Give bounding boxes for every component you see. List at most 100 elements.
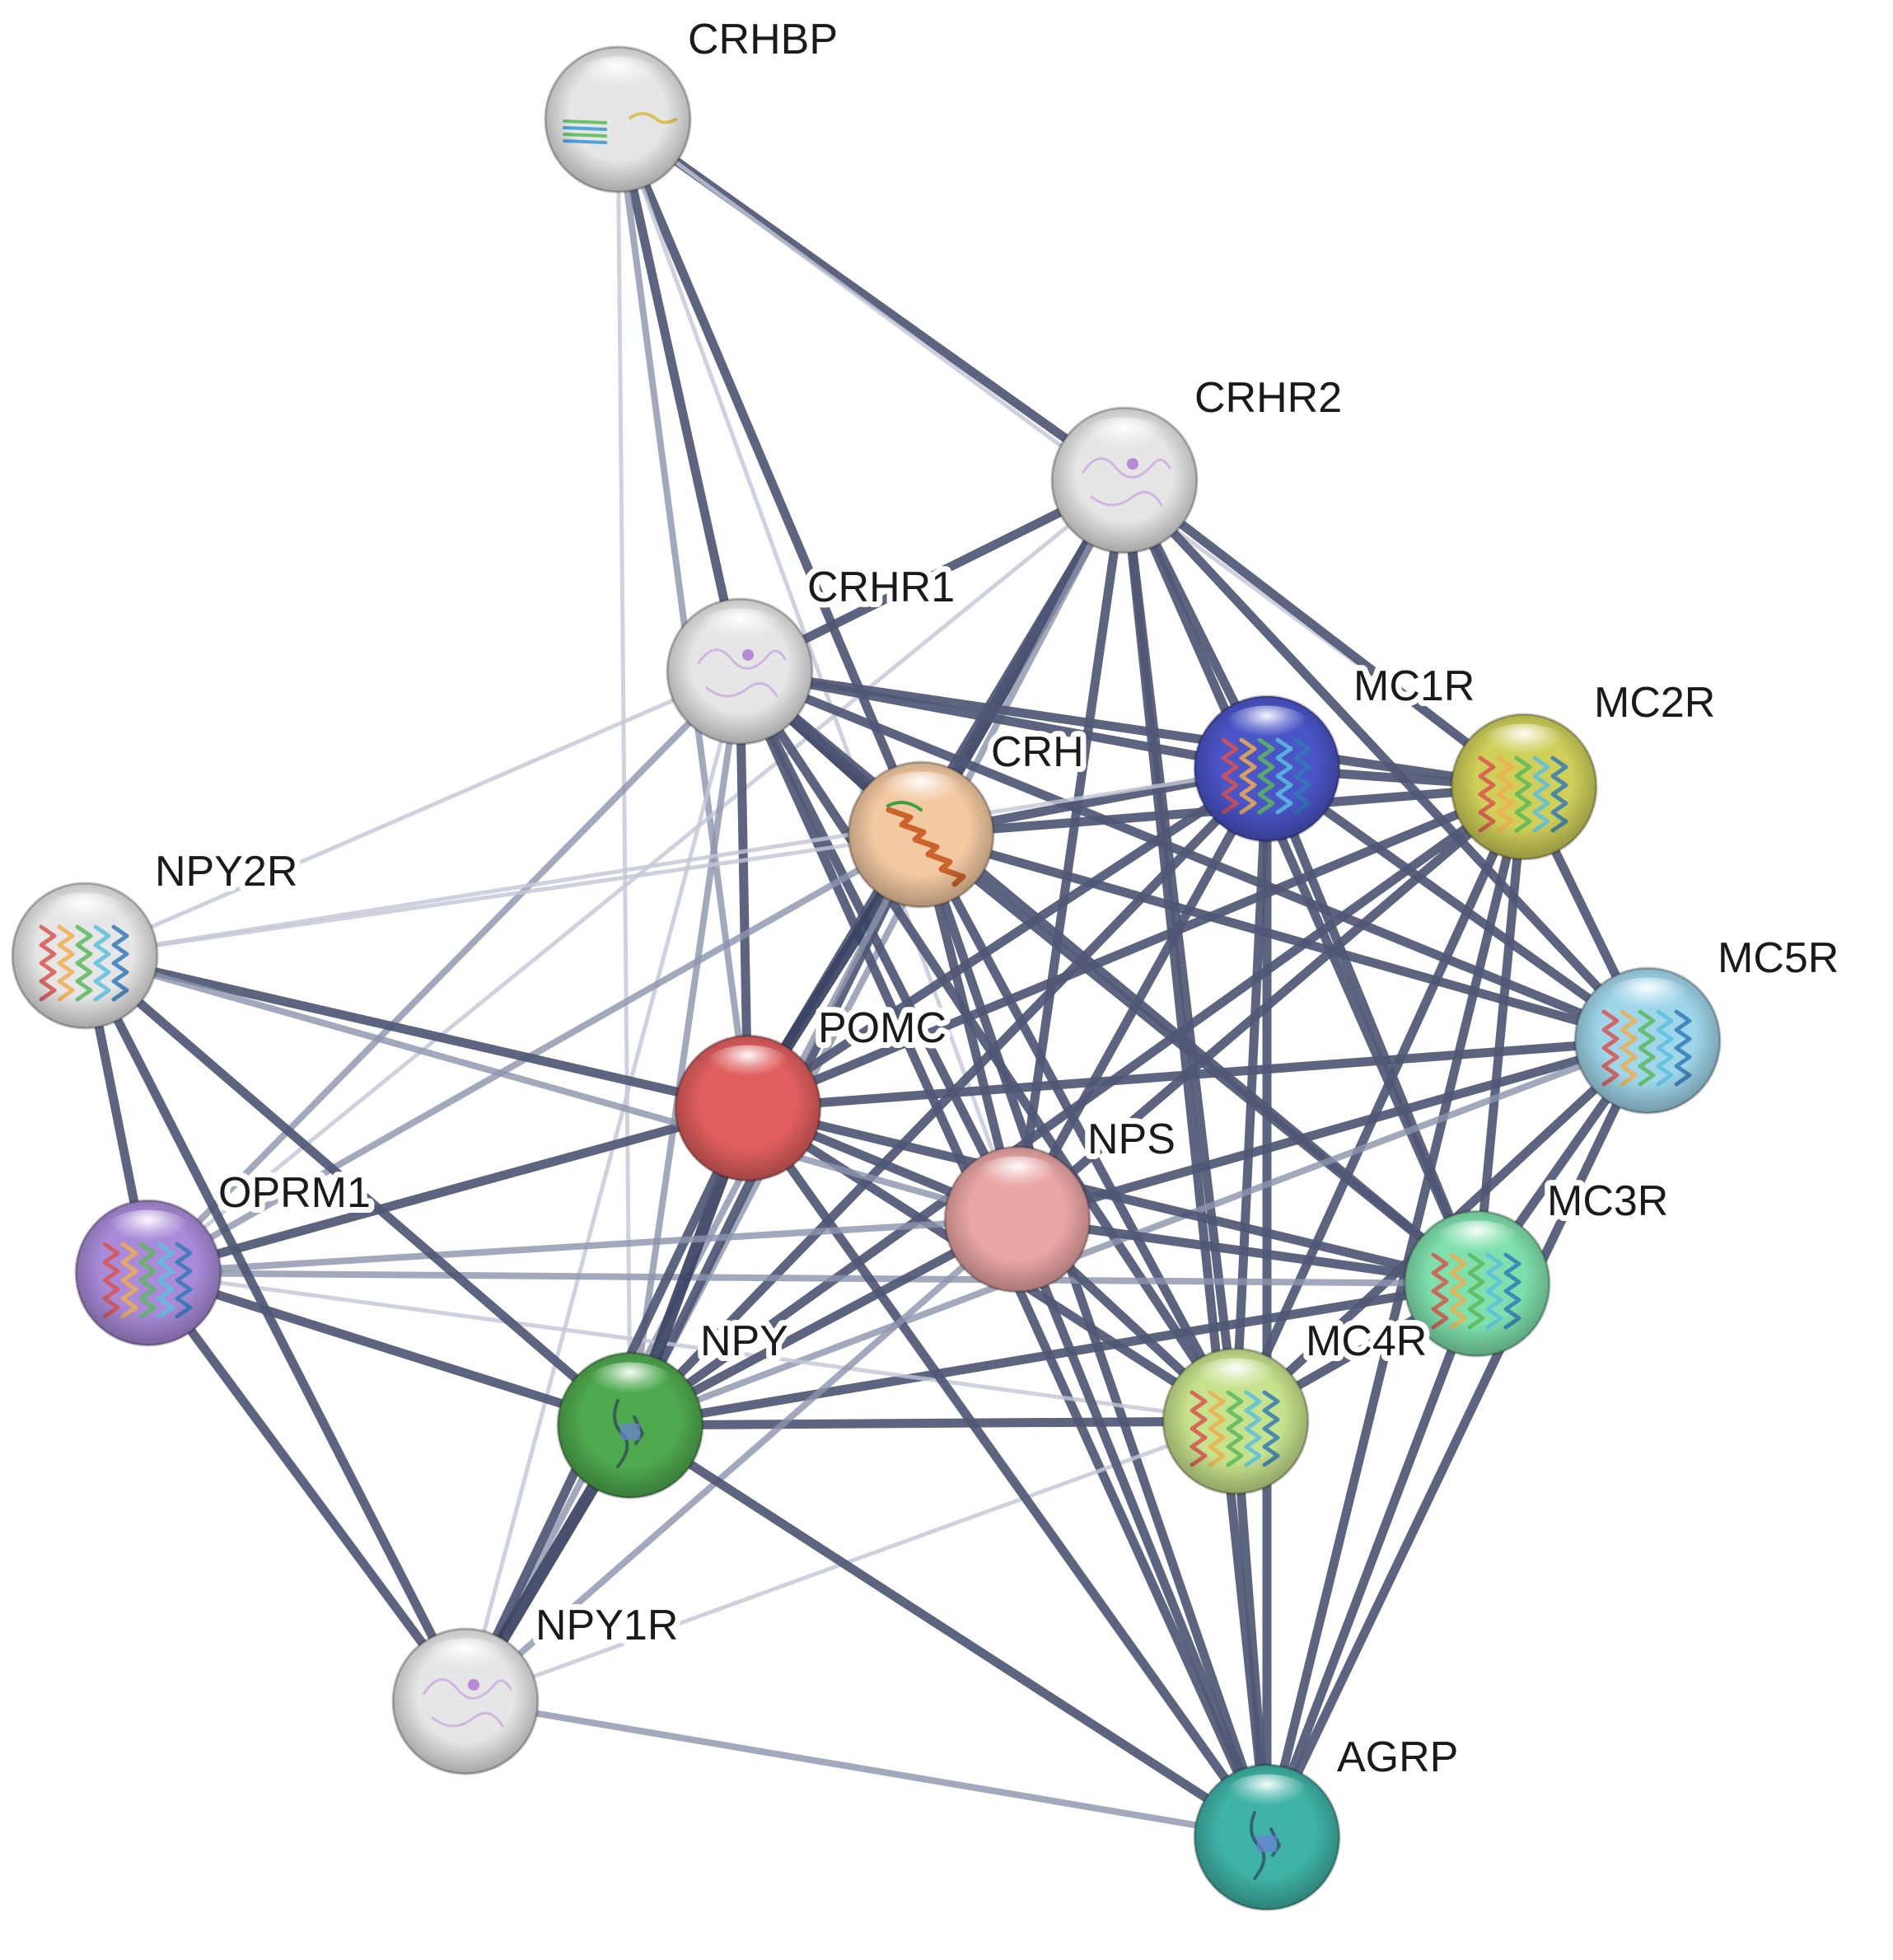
node-highlight — [40, 892, 130, 939]
edge-mc4r-npy — [629, 1416, 1236, 1430]
edge-mc1r-pomc — [745, 765, 1270, 1112]
edge-crhr2-mc2r — [1121, 476, 1527, 791]
node-mc1r[interactable]: MC1R — [1193, 657, 1480, 843]
edge-oprm1-npy1r — [144, 1270, 470, 1705]
edge-crhr2-nps — [1012, 479, 1129, 1220]
edge-crhr1-pomc — [735, 671, 753, 1109]
node-outline — [1050, 406, 1199, 554]
node-outline — [1193, 695, 1341, 843]
node-npy2r[interactable]: NPY2R — [11, 842, 303, 1030]
node-highlight — [420, 1638, 511, 1685]
edge-npy-agrp — [628, 1421, 1269, 1841]
node-mc2r[interactable]: MC2R — [1450, 673, 1721, 861]
node-label-crhr1: CRHR1 — [807, 564, 955, 611]
edge-nps-oprm1 — [147, 1216, 1018, 1276]
edge-crhr1-mc4r — [736, 668, 1240, 1424]
node-outline — [1450, 713, 1598, 861]
edge-nps-npy1r — [463, 1216, 1020, 1705]
edge-crhbp-npy — [615, 119, 633, 1426]
node-highlight — [1079, 417, 1170, 464]
node-label-npy1r: NPY1R — [535, 1602, 678, 1649]
edge-mc1r-nps — [1013, 766, 1271, 1222]
node-label-oprm1: OPRM1 — [218, 1169, 371, 1217]
edge-layer — [80, 115, 1652, 1841]
node-label-mc3r: MC3R — [1547, 1177, 1668, 1225]
node-outline — [943, 1145, 1091, 1293]
node-outline — [1573, 966, 1722, 1115]
node-highlight — [703, 1045, 793, 1092]
node-highlight — [1602, 977, 1693, 1024]
node-oprm1[interactable]: OPRM1 — [74, 1163, 376, 1347]
edge-mc5r-agrp — [1263, 1038, 1652, 1840]
node-highlight — [1432, 1220, 1522, 1267]
node-crhr2[interactable]: CRHR2 — [1050, 368, 1348, 554]
node-outline — [544, 45, 692, 194]
node-highlight — [694, 608, 785, 655]
node-label-npy: NPY — [700, 1317, 788, 1365]
node-agrp[interactable]: AGRP — [1193, 1728, 1464, 1911]
node-highlight — [573, 56, 663, 103]
node-highlight — [103, 1209, 194, 1256]
node-label-mc5r: MC5R — [1718, 934, 1839, 982]
edge-mc2r-mc3r — [1472, 786, 1529, 1284]
edge-crhr1-oprm1 — [146, 669, 742, 1275]
node-label-npy2r: NPY2R — [155, 848, 297, 896]
node-crhbp[interactable]: CRHBP — [544, 10, 844, 194]
node-crh[interactable]: CRH — [847, 723, 1090, 909]
node-label-nps: NPS — [1087, 1116, 1176, 1163]
edge-mc3r-agrp — [1262, 1282, 1482, 1839]
edge-crhbp-nps — [615, 119, 1020, 1220]
edge-mc1r-mc5r — [1264, 765, 1651, 1045]
node-npy[interactable]: NPY — [556, 1312, 794, 1499]
node-label-mc2r: MC2R — [1594, 679, 1715, 727]
node-pomc[interactable]: POMC — [674, 999, 952, 1182]
edge-mc2r-pomc — [746, 782, 1526, 1113]
edge-npy1r-agrp — [465, 1698, 1268, 1841]
edge-mc4r-oprm1 — [147, 1270, 1236, 1424]
edge-npy2r-npy — [82, 952, 633, 1429]
edge-mc4r-npy1r — [465, 1419, 1236, 1704]
edge-nps-agrp — [1012, 1217, 1272, 1840]
node-outline — [1403, 1209, 1551, 1358]
edge-mc1r-mc3r — [1262, 766, 1482, 1286]
edge-mc3r-npy — [629, 1279, 1478, 1430]
node-mc3r[interactable]: MC3R — [1403, 1172, 1674, 1358]
node-label-mc4r: MC4R — [1306, 1317, 1427, 1365]
edge-crhr1-npy — [627, 671, 743, 1426]
edge-mc3r-oprm1 — [147, 1270, 1478, 1287]
node-mc4r[interactable]: MC4R — [1162, 1312, 1433, 1495]
edge-crh-oprm1 — [147, 831, 923, 1276]
edge-mc5r-nps — [1016, 1036, 1649, 1224]
edge-crh-mc5r — [919, 830, 1649, 1045]
node-outline — [556, 1351, 704, 1499]
edge-crh-agrp — [916, 833, 1272, 1839]
node-highlight — [1190, 1358, 1281, 1405]
node-nps[interactable]: NPS — [943, 1110, 1181, 1293]
node-outline — [74, 1199, 222, 1347]
edge-npy2r-mc1r — [84, 766, 1268, 958]
node-highlight — [972, 1156, 1063, 1203]
edge-mc3r-pomc — [746, 1103, 1479, 1289]
node-crhr1[interactable]: CRHR1 — [666, 558, 961, 746]
node-npy1r[interactable]: NPY1R — [391, 1596, 684, 1775]
edge-mc2r-agrp — [1262, 785, 1529, 1839]
node-outline — [847, 760, 995, 909]
edge-npy2r-npy1r — [81, 953, 470, 1704]
node-outline — [1162, 1347, 1310, 1495]
edge-crhbp-crh — [613, 117, 926, 837]
edge-nps-npy2r — [83, 952, 1019, 1223]
edge-crhr1-nps — [736, 669, 1021, 1222]
node-label-mc1r: MC1R — [1353, 662, 1475, 710]
edge-mc1r-mc4r — [1231, 768, 1272, 1422]
node-outline — [674, 1034, 822, 1182]
node-mc5r[interactable]: MC5R — [1573, 929, 1844, 1115]
edge-crhr1-npy2r — [84, 669, 741, 958]
edge-nps-npy — [628, 1215, 1020, 1429]
node-outline — [391, 1627, 540, 1775]
node-highlight — [1222, 705, 1312, 752]
node-label-crh: CRH — [991, 728, 1084, 776]
node-outline — [1193, 1763, 1341, 1911]
edge-crhr1-mc5r — [737, 667, 1650, 1045]
node-highlight — [876, 771, 966, 818]
